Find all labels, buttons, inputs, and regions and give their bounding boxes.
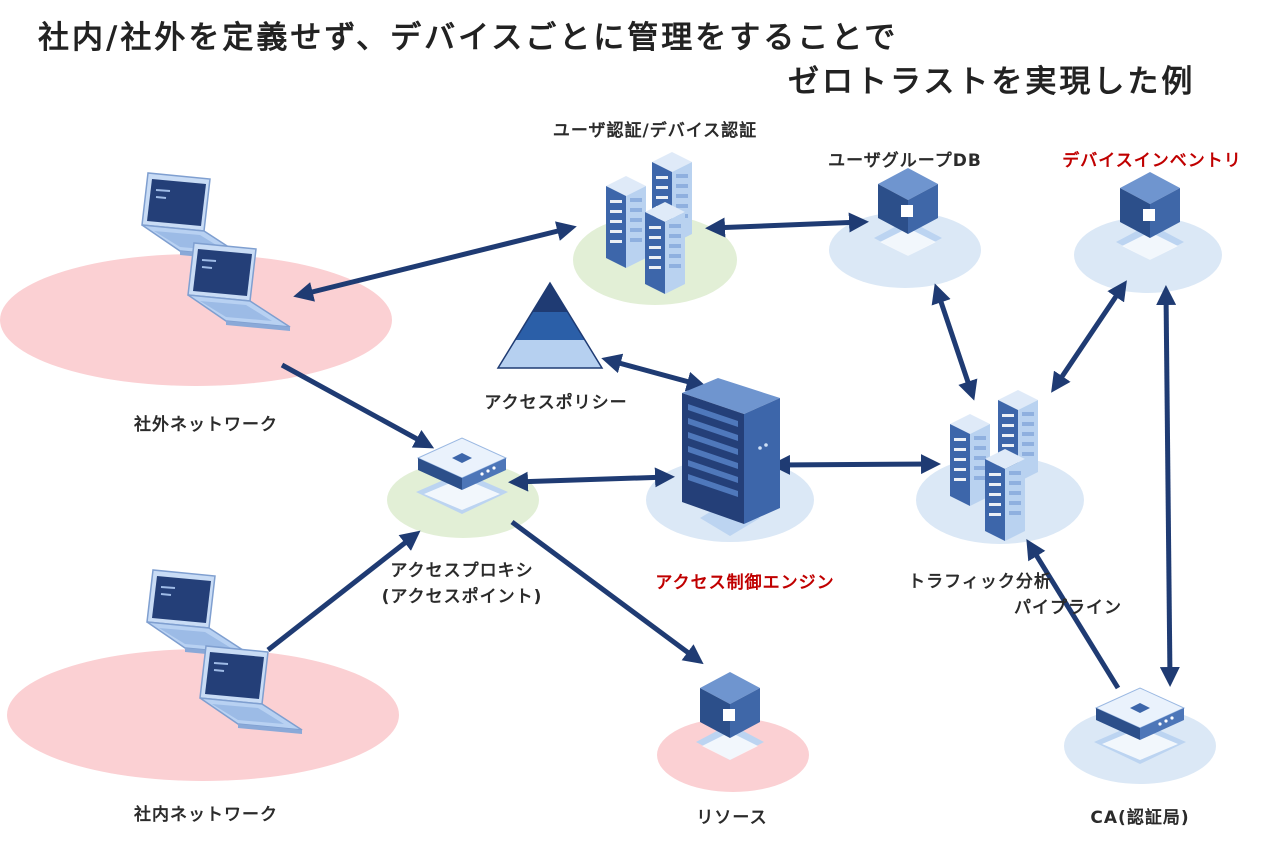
label-traffic-analysis-line2: パイプライン bbox=[1014, 598, 1122, 618]
cube-icon bbox=[1116, 172, 1184, 260]
title-line-2: ゼロトラストを実現した例 bbox=[788, 64, 1196, 100]
label-device-inventory: デバイスインベントリ bbox=[1062, 151, 1242, 171]
cube-icon bbox=[696, 672, 764, 760]
pyramid-icon bbox=[496, 281, 604, 369]
label-traffic-analysis-line1: トラフィック分析 bbox=[908, 572, 1052, 592]
label-access-control-engine: アクセス制御エンジン bbox=[655, 573, 835, 593]
label-access-proxy-line2: (アクセスポイント) bbox=[381, 587, 543, 607]
connection-arrows bbox=[266, 212, 1180, 690]
label-access-policy: アクセスポリシー bbox=[484, 393, 628, 413]
label-ca: CA(認証局) bbox=[1090, 808, 1190, 828]
label-access-proxy-line1: アクセスプロキシ bbox=[390, 561, 534, 581]
label-user-device-auth: ユーザ認証/デバイス認証 bbox=[552, 121, 758, 141]
internal-network-zone bbox=[7, 649, 399, 781]
tower-server-icon bbox=[682, 378, 780, 536]
cube-icon bbox=[874, 168, 942, 256]
laptop-icon bbox=[146, 569, 250, 659]
label-internal-network: 社内ネットワーク bbox=[134, 805, 278, 825]
label-resource: リソース bbox=[696, 808, 768, 828]
title-line-1: 社内/社外を定義せず、デバイスごとに管理をすることで bbox=[38, 20, 899, 56]
label-user-group-db: ユーザグループDB bbox=[828, 151, 982, 171]
label-external-network: 社外ネットワーク bbox=[134, 415, 278, 435]
